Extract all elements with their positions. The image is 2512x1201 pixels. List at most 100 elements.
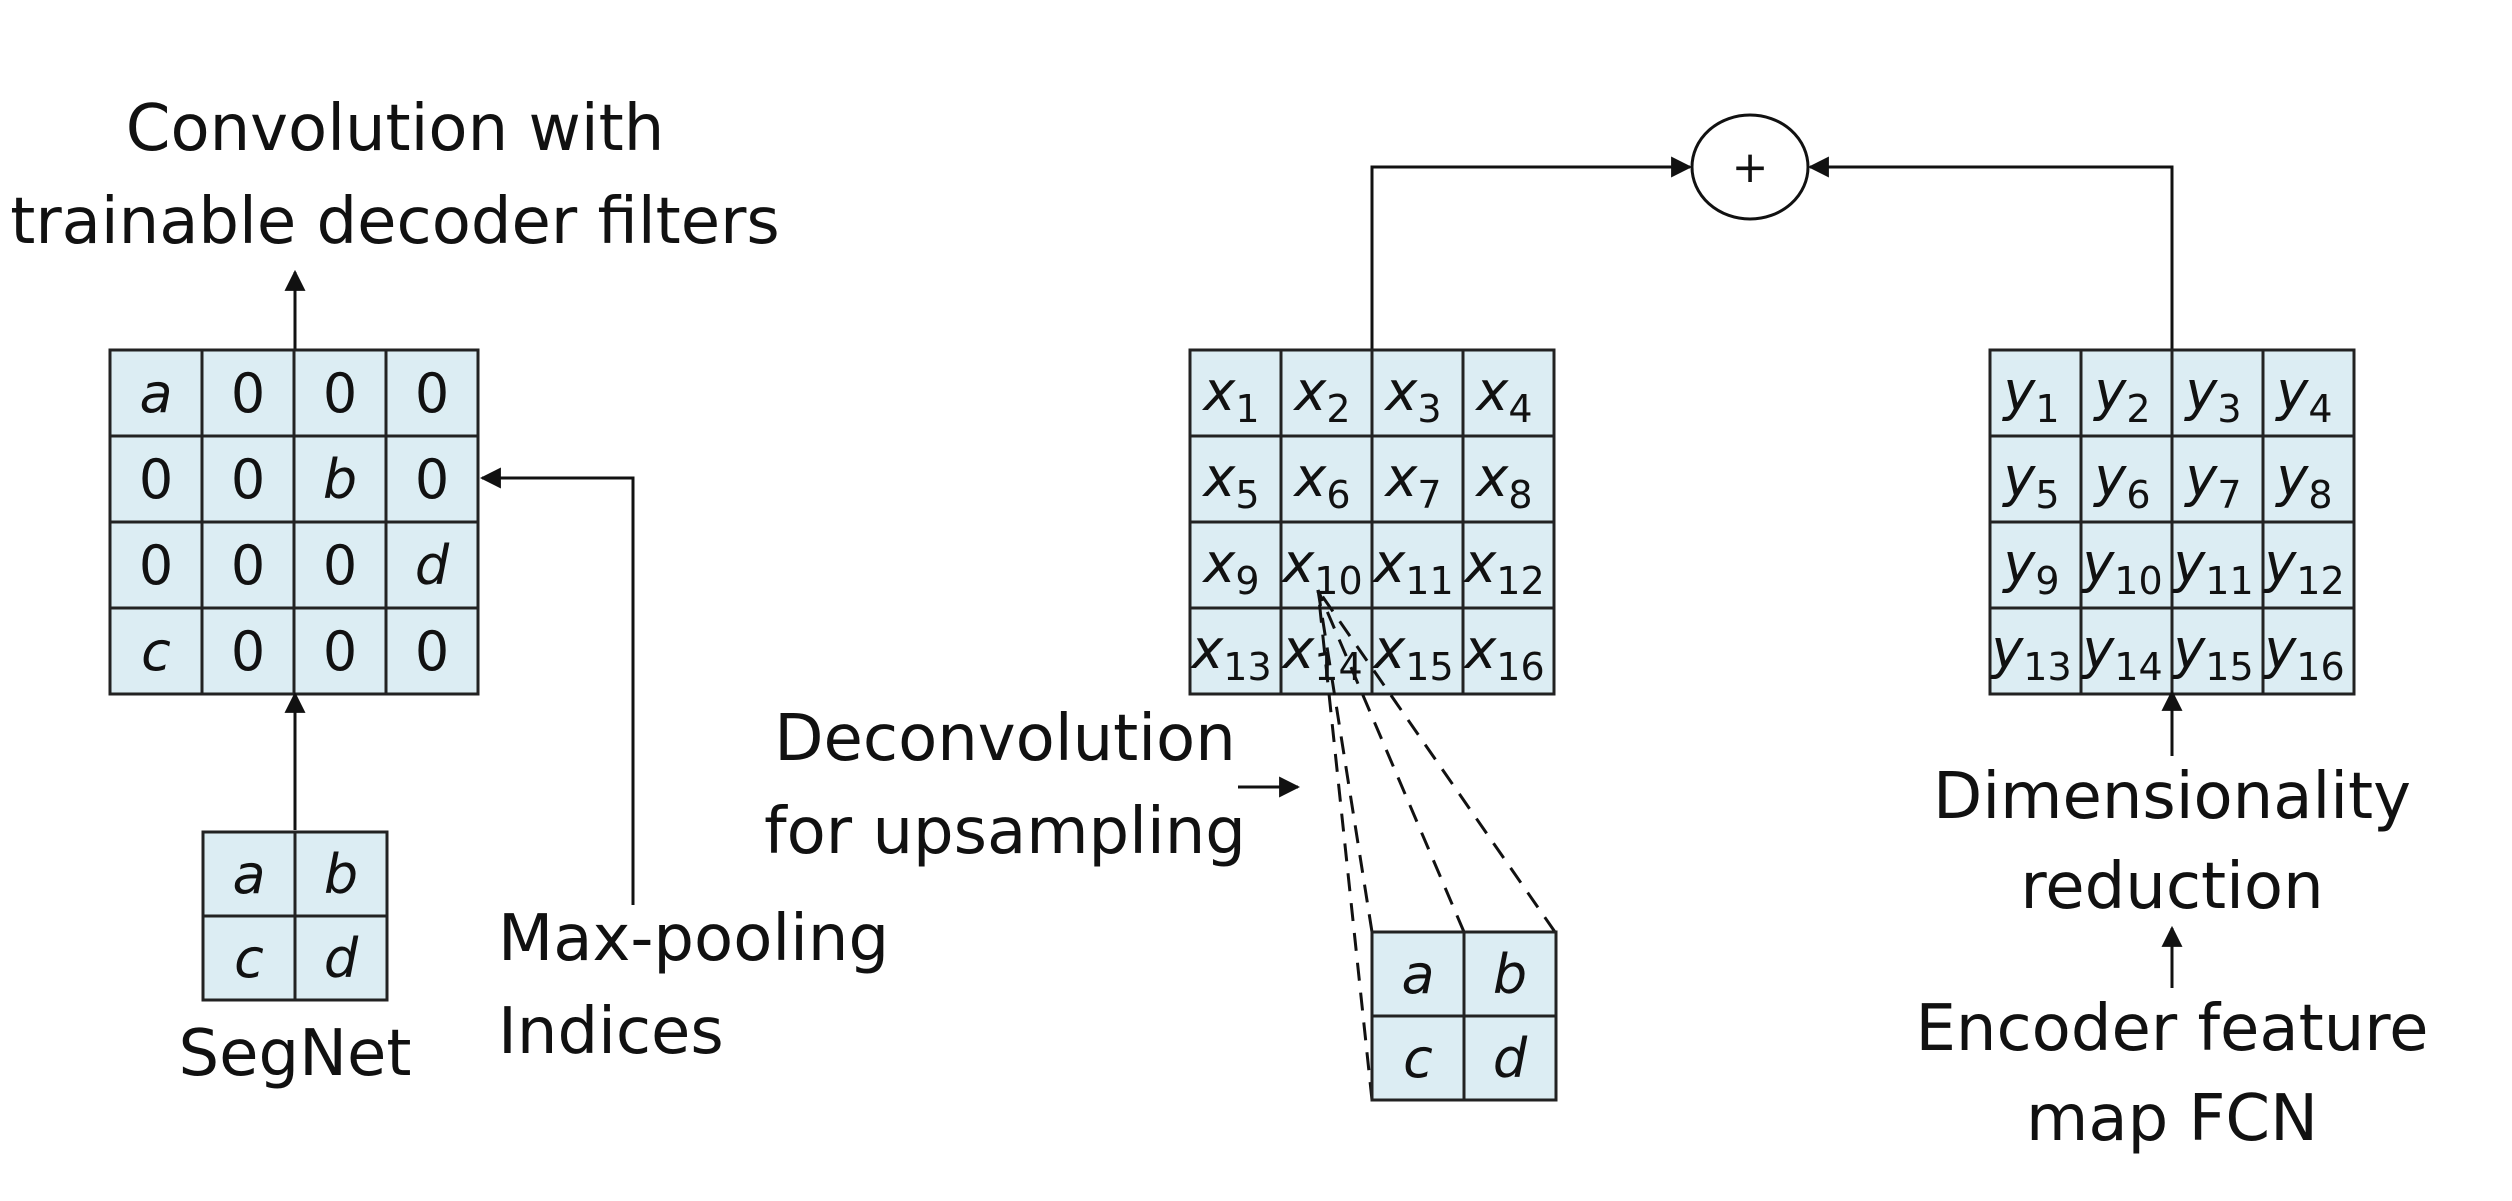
segnet-unpooled-value: 0 [323, 362, 357, 425]
y-grid-cell-r1c4 [2261, 348, 2356, 438]
segnet-pooled-cell-r2c2 [293, 914, 389, 1002]
x-grid-cell-r3c4 [1461, 520, 1556, 610]
segnet-unpooled-value: 0 [323, 620, 357, 683]
maxpool-indices-connector [479, 467, 635, 905]
encoder-label-line1: Encoder feature [1915, 992, 2428, 1066]
maxpool-label-line1: Max-pooling [498, 902, 889, 976]
x-grid-cell-r3c3 [1370, 520, 1465, 610]
x-grid-cell-r4c3 [1370, 606, 1465, 696]
deconv-dashed-lines [1316, 589, 1557, 1101]
dimred-label-line1: Dimensionality [1933, 760, 2411, 834]
y-grid-cell-r4c1 [1988, 606, 2083, 696]
y-grid-value: y11 [2171, 532, 2253, 603]
segnet-unpooled-value: 0 [139, 448, 173, 511]
x-grid-cell-r4c1 [1188, 606, 1283, 696]
y-grid-value: y1 [2001, 360, 2059, 431]
y-grid-value: y4 [2274, 360, 2332, 431]
x-grid-value: x11 [1371, 532, 1453, 603]
y-grid-value: y5 [2001, 446, 2059, 517]
y-grid-value: y14 [2080, 618, 2162, 689]
x-grid-value: x2 [1292, 360, 1350, 431]
maxpool-label-line2: Indices [498, 995, 724, 1069]
segnet-unpooled-cell-r2c4 [384, 434, 480, 524]
y-grid-value: y2 [2092, 360, 2150, 431]
segnet-unpooled-cell-r4c3 [292, 606, 388, 696]
x-grid-value: x15 [1371, 618, 1453, 689]
segnet-unpooled-cell-r3c2 [200, 520, 296, 610]
x-grid-cell-r1c2 [1279, 348, 1374, 438]
segnet-label: SegNet [179, 1017, 412, 1091]
x-grid-value: x7 [1383, 446, 1441, 517]
x-grid-value: x3 [1383, 360, 1441, 431]
x-grid-cell-r2c3 [1370, 434, 1465, 524]
x-grid-value: x6 [1292, 446, 1350, 517]
segnet-unpooled-value: 0 [231, 620, 265, 683]
fcn-pooled-value: a [1401, 943, 1434, 1006]
y-grid-value: y13 [1989, 618, 2071, 689]
x-grid-value: x5 [1201, 446, 1259, 517]
segnet-pooled-cell-r1c2 [293, 830, 389, 918]
dimred-label-line2: reduction [2020, 850, 2323, 924]
deconv-label-line1: Deconvolution [774, 702, 1236, 776]
x-grid-cell-r1c1 [1188, 348, 1283, 438]
segnet-unpooled-value: 0 [415, 362, 449, 425]
x-grid-value: x9 [1201, 532, 1259, 603]
fcn-pooled-cell-r1c1 [1370, 930, 1466, 1018]
y-grid-value: y8 [2274, 446, 2332, 517]
y-grid-value: y15 [2171, 618, 2253, 689]
y-grid-to-sum-connector [1807, 156, 2174, 350]
segnet-unpooled-value: 0 [323, 534, 357, 597]
sum-symbol: + [1732, 142, 1769, 193]
x-grid-value: x4 [1474, 360, 1532, 431]
y-grid-cell-r4c2 [2079, 606, 2174, 696]
fcn-pooled-value: d [1493, 1027, 1528, 1090]
x-grid-value: x8 [1474, 446, 1532, 517]
y-grid-value: y9 [2001, 532, 2059, 603]
segnet-unpooled-value: a [139, 362, 172, 425]
segnet-unpooled-value: b [323, 448, 357, 511]
fcn-pooled-cell-r2c2 [1462, 1014, 1558, 1102]
segnet-unpooled-value: c [141, 620, 171, 683]
segnet-pooled-value: a [232, 843, 265, 906]
y-grid-cell-r1c2 [2079, 348, 2174, 438]
segnet-unpooled-cell-r4c4 [384, 606, 480, 696]
encoder-label-line2: map FCN [2026, 1082, 2318, 1156]
fcn-pooled-value: c [1403, 1027, 1433, 1090]
segnet-pooled-value: d [324, 927, 359, 990]
y-grid-value: y3 [2183, 360, 2241, 431]
x-grid-value: x1 [1201, 360, 1259, 431]
y-grid-cell-r4c4 [2261, 606, 2356, 696]
conv-label-line2: trainable decoder filters [10, 185, 780, 259]
segnet-unpooled-value: 0 [415, 620, 449, 683]
conv-label-line1: Convolution with [126, 92, 665, 166]
y-grid-value: y6 [2092, 446, 2150, 517]
segnet-unpooled-cell-r3c3 [292, 520, 388, 610]
y-grid-cell-r4c3 [2170, 606, 2265, 696]
deconv-label-line2: for upsampling [764, 795, 1246, 869]
segnet-unpooled-cell-r3c1 [108, 520, 204, 610]
segnet-unpooled-value: d [415, 534, 450, 597]
segnet-unpooled-value: 0 [231, 534, 265, 597]
y-grid-value: y7 [2183, 446, 2241, 517]
segnet-unpooled-value: 0 [231, 448, 265, 511]
x-grid-to-sum-connector [1370, 156, 1693, 350]
x-grid-cell-r3c2 [1279, 520, 1374, 610]
segnet-pooled-value: c [234, 927, 264, 990]
y-grid-value: y12 [2262, 532, 2344, 603]
y-grid-value: y16 [2262, 618, 2344, 689]
segnet-pooled-cell-r1c1 [201, 830, 297, 918]
fcn-pooled-cell-r1c2 [1462, 930, 1558, 1018]
y-grid-cell-r3c4 [2261, 520, 2356, 610]
x-grid-value: x14 [1280, 618, 1362, 689]
y-grid-cell-r1c3 [2170, 348, 2265, 438]
x-grid-cell-r2c2 [1279, 434, 1374, 524]
segnet-unpooled-cell-r4c1 [108, 606, 204, 696]
segnet-pooled-value: b [324, 843, 358, 906]
x-grid-value: x10 [1280, 532, 1362, 603]
segnet-unpooled-value: 0 [415, 448, 449, 511]
